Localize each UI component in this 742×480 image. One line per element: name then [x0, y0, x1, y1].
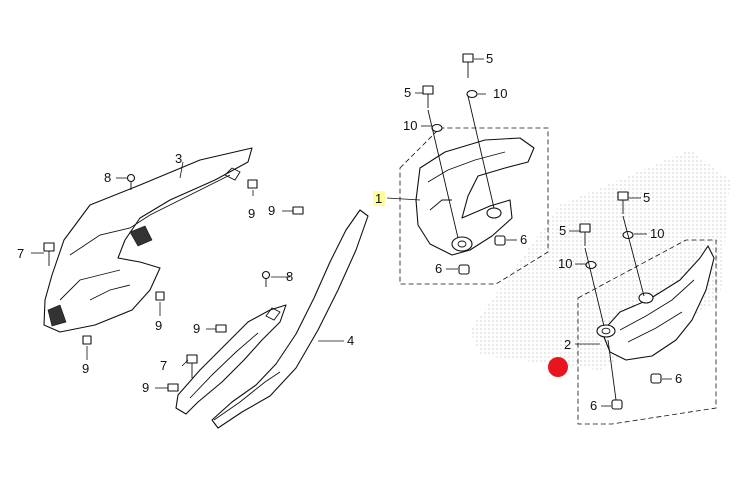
label-part-10[interactable]: 10	[650, 226, 664, 241]
label-part-9[interactable]: 9	[193, 321, 200, 336]
washer-10-icon[interactable]	[585, 260, 597, 270]
label-part-6[interactable]: 6	[675, 371, 682, 386]
clip-9-icon[interactable]	[82, 335, 92, 345]
clip-9-icon[interactable]	[247, 179, 258, 189]
background-stipple	[470, 150, 730, 370]
part-1-handle[interactable]	[415, 137, 535, 256]
part-1-highlight	[373, 191, 385, 206]
label-part-9[interactable]: 9	[268, 203, 275, 218]
label-part-6[interactable]: 6	[520, 232, 527, 247]
fasteners-right	[422, 53, 662, 410]
callout-labels: 1 2 3 4 5 5 5 5 6 6 6 6 7 7 8 8 9 9 9 9 …	[17, 51, 682, 413]
part-3-cowl[interactable]	[43, 147, 253, 333]
bolt-5-icon[interactable]	[462, 53, 474, 78]
label-part-5[interactable]: 5	[404, 85, 411, 100]
location-marker-icon[interactable]	[548, 357, 568, 377]
label-part-6[interactable]: 6	[435, 261, 442, 276]
label-part-5[interactable]: 5	[643, 190, 650, 205]
label-part-10[interactable]: 10	[403, 118, 417, 133]
nut-6-icon[interactable]	[650, 373, 662, 384]
leader-lines	[31, 58, 672, 407]
label-part-8[interactable]: 8	[104, 170, 111, 185]
label-part-9[interactable]: 9	[142, 380, 149, 395]
bolt-7-icon[interactable]	[43, 242, 55, 266]
screw-8-icon[interactable]	[261, 270, 271, 288]
label-part-4[interactable]: 4	[347, 333, 354, 348]
washer-10-icon[interactable]	[466, 89, 478, 99]
label-part-8[interactable]: 8	[286, 269, 293, 284]
screw-8-icon[interactable]	[126, 173, 136, 191]
label-part-10[interactable]: 10	[558, 256, 572, 271]
bolt-5-icon[interactable]	[617, 191, 629, 214]
label-part-1[interactable]: 1	[375, 191, 382, 206]
part-4-side-panel[interactable]	[175, 209, 369, 429]
label-part-5[interactable]: 5	[486, 51, 493, 66]
nut-6-icon[interactable]	[458, 264, 470, 275]
label-part-9[interactable]: 9	[155, 318, 162, 333]
clip-9-icon[interactable]	[155, 291, 165, 301]
label-part-3[interactable]: 3	[175, 151, 182, 166]
clip-9-icon[interactable]	[215, 324, 227, 333]
clip-9-icon[interactable]	[292, 206, 304, 215]
label-part-6[interactable]: 6	[590, 398, 597, 413]
washer-10-icon[interactable]	[431, 123, 443, 133]
bolt-5-icon[interactable]	[579, 223, 591, 246]
part-2-handle[interactable]	[596, 245, 715, 361]
nut-6-icon[interactable]	[611, 399, 623, 410]
label-part-7[interactable]: 7	[17, 246, 24, 261]
nut-6-icon[interactable]	[494, 235, 506, 246]
label-part-9[interactable]: 9	[248, 206, 255, 221]
fasteners-left	[43, 173, 304, 392]
clip-9-icon[interactable]	[167, 383, 179, 392]
label-part-2[interactable]: 2	[564, 337, 571, 352]
label-part-9[interactable]: 9	[82, 361, 89, 376]
bolt-5-icon[interactable]	[422, 85, 434, 108]
label-part-7[interactable]: 7	[160, 358, 167, 373]
bolt-7-icon[interactable]	[186, 354, 198, 378]
label-part-10[interactable]: 10	[493, 86, 507, 101]
label-part-5[interactable]: 5	[559, 223, 566, 238]
part-2-group	[577, 239, 717, 425]
